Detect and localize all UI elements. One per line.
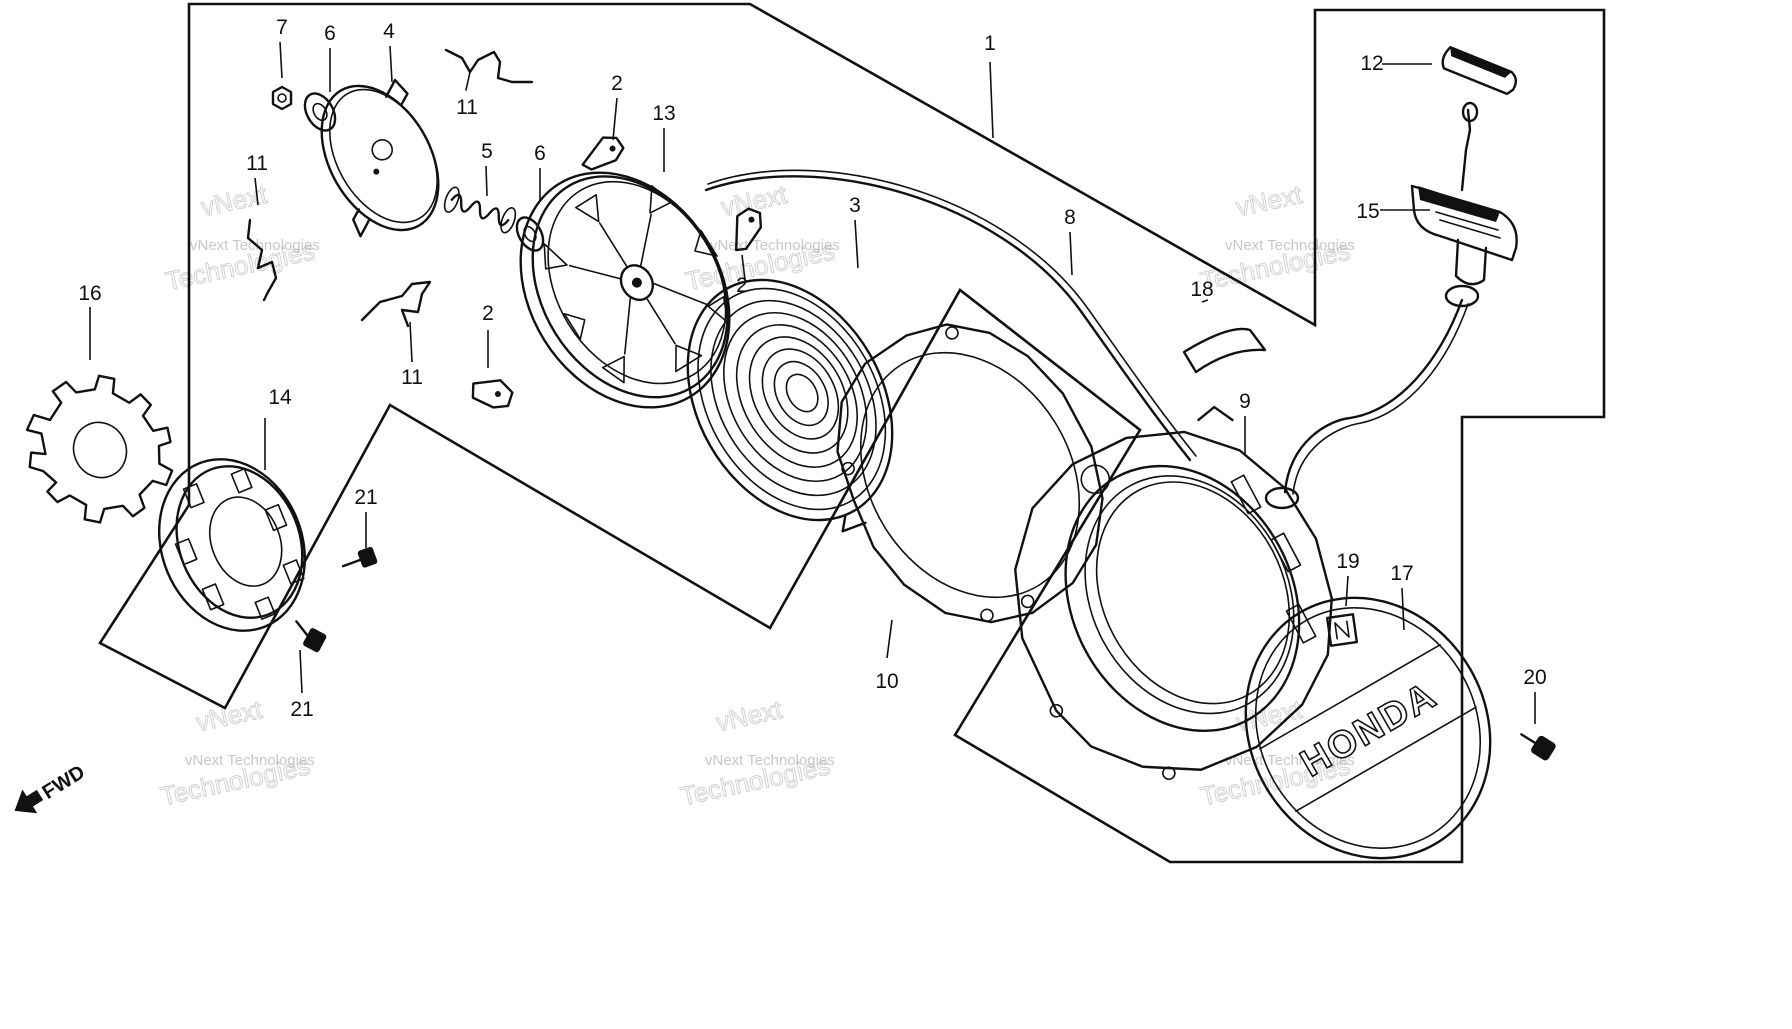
part-10-gasket (836, 323, 1111, 624)
callout-8: 8 (1064, 206, 1076, 229)
watermark-3: vNext vNext Technologies Technologies (1197, 179, 1355, 297)
assembly-frame (98, 2, 1606, 864)
callout-15: 15 (1356, 200, 1379, 223)
svg-text:vNext: vNext (1233, 179, 1305, 222)
svg-text:vNext Technologies: vNext Technologies (1225, 237, 1355, 254)
part-21-bolt-lower (295, 620, 327, 653)
fwd-indicator: FWD (14, 761, 89, 814)
part-19-emblem (1325, 613, 1359, 647)
svg-text:vNext Technologies: vNext Technologies (705, 752, 835, 769)
callout-18: 18 (1190, 278, 1213, 301)
callout-6: 6 (534, 142, 546, 165)
watermark-2: vNext vNext Technologies Technologies (682, 179, 839, 297)
callout-9: 9 (1239, 390, 1251, 413)
callout-20: 20 (1523, 666, 1546, 689)
callout-11: 11 (456, 96, 478, 119)
part-14-ratchet-cup (158, 458, 306, 632)
callout-layer: 1222345667891011111112131415161718192021… (78, 16, 1546, 721)
callout-2: 2 (736, 274, 748, 297)
part-4-friction-plate (320, 78, 440, 238)
part-11-spring-mid (360, 280, 432, 328)
fwd-label: FWD (39, 761, 89, 804)
part-21-bolt-upper (341, 546, 378, 568)
part-15-starter-grip (1410, 101, 1518, 308)
part-11-spring-left (246, 218, 278, 302)
callout-16: 16 (78, 282, 101, 305)
callout-2: 2 (611, 72, 623, 95)
callout-6: 6 (324, 22, 336, 45)
callout-19: 19 (1336, 550, 1359, 573)
callout-11: 11 (401, 366, 423, 389)
callout-13: 13 (652, 102, 675, 125)
svg-text:vNext Technologies: vNext Technologies (185, 752, 315, 769)
part-7-nut (271, 85, 293, 111)
part-2-pawl-bottom (471, 379, 514, 409)
callout-21: 21 (354, 486, 377, 509)
callout-11: 11 (246, 152, 268, 175)
part-9-starter-case (1014, 405, 1333, 781)
part-8-rope (704, 169, 1197, 462)
part-18-decal (1182, 327, 1267, 374)
part-2-pawl-mid (734, 207, 763, 252)
part-5-spring (443, 186, 517, 234)
part-20-screw (1520, 733, 1556, 761)
callout-10: 10 (875, 670, 898, 693)
part-12-handle-cap (1441, 46, 1518, 96)
part-3-spiral-spring (686, 278, 894, 533)
callout-5: 5 (481, 140, 493, 163)
part-13-reel (519, 171, 731, 409)
watermark-group: vNext vNext Technologies Technologies vN… (157, 179, 1355, 812)
svg-text:vNext: vNext (1233, 694, 1305, 737)
watermark-1: vNext vNext Technologies Technologies (162, 179, 319, 297)
callout-7: 7 (276, 16, 288, 39)
svg-text:vNext: vNext (713, 694, 785, 737)
frame-left-assembly (98, 2, 1606, 864)
watermark-5: vNext vNext Technologies Technologies (677, 694, 835, 812)
callout-3: 3 (849, 194, 861, 217)
callout-17: 17 (1390, 562, 1413, 585)
callout-4: 4 (383, 20, 395, 43)
callout-2: 2 (482, 302, 494, 325)
fwd-arrow-icon (14, 789, 44, 814)
callout-14: 14 (268, 386, 292, 409)
svg-text:vNext: vNext (198, 179, 270, 222)
callout-21: 21 (290, 698, 313, 721)
part-16-toothed-plate (25, 374, 174, 524)
svg-text:vNext Technologies: vNext Technologies (1225, 752, 1355, 769)
part-11-spring-top (444, 48, 534, 91)
part-2-pawl-top (581, 136, 625, 171)
callout-1: 1 (984, 32, 996, 55)
svg-text:vNext: vNext (718, 179, 790, 222)
case-rope-grommet (1264, 298, 1469, 510)
callout-12: 12 (1360, 52, 1383, 75)
